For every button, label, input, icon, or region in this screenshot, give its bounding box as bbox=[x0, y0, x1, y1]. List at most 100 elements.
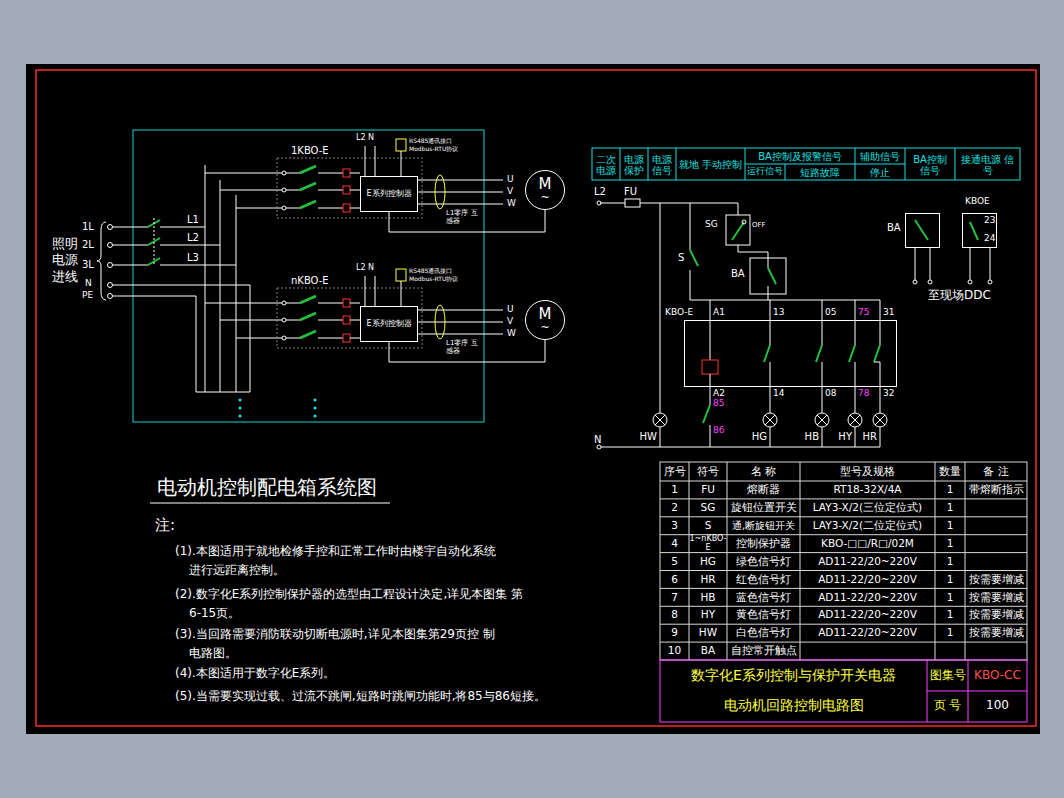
line-shape bbox=[113, 296, 196, 297]
label-text: 23 bbox=[984, 216, 995, 226]
table-cell-text: AD11-22/20~220V bbox=[800, 624, 935, 642]
label-text: HB bbox=[805, 431, 819, 442]
table-cell-text: 7 bbox=[660, 588, 689, 606]
label-text: (3).当回路需要消防联动切断电源时,详见本图集第29页控 制电路图。 bbox=[175, 625, 505, 663]
line-shape bbox=[970, 222, 978, 240]
label-text: (4).本图适用于数字化E系列。 bbox=[175, 667, 335, 680]
label-text: FU bbox=[624, 186, 637, 197]
line-shape bbox=[620, 148, 621, 180]
label-text: (5).当需要实现过载、过流不跳闸,短路时跳闸功能时,将85与86短接。 bbox=[175, 690, 546, 703]
label-text: 08 bbox=[825, 389, 836, 399]
table-cell-text: 名 称 bbox=[727, 462, 800, 481]
circle-shape bbox=[653, 413, 667, 427]
line-shape bbox=[689, 462, 690, 660]
table-cell-text: BA控制及报警信号 bbox=[745, 149, 855, 164]
table-cell-text: 1~nKBO-E bbox=[689, 535, 727, 553]
label-text: V bbox=[507, 317, 513, 327]
header-grid bbox=[592, 148, 1020, 180]
table-cell-text: 4 bbox=[660, 535, 689, 553]
label-text: HW bbox=[640, 431, 657, 442]
label-text: 78 bbox=[858, 389, 869, 399]
table-cell-text: AD11-22/20~220V bbox=[800, 553, 935, 571]
table-cell-text: 页 号 bbox=[927, 691, 968, 721]
line-shape bbox=[205, 173, 282, 174]
node-text: ~ bbox=[540, 322, 549, 333]
line-shape bbox=[236, 208, 282, 209]
label-text: 75 bbox=[858, 308, 869, 318]
line-shape bbox=[690, 250, 698, 266]
rect-shape bbox=[343, 204, 350, 212]
table-cell-text: 电源 保护 bbox=[620, 149, 648, 180]
label-text: L1零序 互感器 bbox=[446, 210, 478, 225]
table-cell-text: 带熔断指示 bbox=[965, 481, 1027, 499]
line-shape bbox=[732, 222, 744, 240]
line-shape bbox=[855, 427, 856, 447]
table-cell-text: 100 bbox=[968, 691, 1027, 721]
line-shape bbox=[710, 300, 711, 360]
line-shape bbox=[660, 516, 1027, 517]
rect-shape bbox=[660, 462, 1027, 660]
circle-shape bbox=[108, 294, 113, 299]
line-shape bbox=[915, 248, 916, 280]
line-shape bbox=[930, 248, 931, 280]
circle-shape bbox=[108, 263, 113, 268]
table-cell-text: 备 注 bbox=[965, 462, 1027, 481]
line-shape bbox=[300, 166, 316, 173]
label-text: A2 bbox=[713, 389, 725, 399]
circle-shape bbox=[928, 280, 932, 284]
line-shape bbox=[765, 415, 775, 425]
node-heading: KBOE bbox=[965, 197, 990, 207]
line-shape bbox=[205, 165, 206, 392]
line-shape bbox=[318, 190, 343, 191]
circle-shape bbox=[282, 206, 286, 210]
label-text: RS485通讯接口 bbox=[409, 268, 452, 275]
table-cell-text: 按需要增减 bbox=[965, 606, 1027, 624]
line-shape bbox=[660, 570, 1027, 571]
label-text: V bbox=[507, 187, 513, 197]
label-text: HR bbox=[863, 431, 877, 442]
line-shape bbox=[640, 203, 738, 204]
line-shape bbox=[850, 415, 860, 425]
label-text: S bbox=[678, 252, 684, 263]
line-shape bbox=[220, 180, 221, 392]
circle-shape bbox=[238, 406, 241, 409]
label-text: L2 bbox=[187, 232, 199, 243]
line-shape bbox=[660, 624, 1027, 625]
table-cell-text: HY bbox=[689, 606, 727, 624]
rect-shape bbox=[343, 169, 350, 177]
line-shape bbox=[874, 345, 880, 362]
path-shape bbox=[97, 222, 106, 300]
label-text: 31 bbox=[883, 308, 894, 318]
node-text: E系列控制器 bbox=[366, 320, 411, 329]
line-shape bbox=[600, 203, 625, 204]
line-shape bbox=[822, 362, 823, 413]
table-cell-text: 1 bbox=[935, 588, 965, 606]
table-cell-text: 1 bbox=[935, 499, 965, 517]
line-shape bbox=[990, 248, 991, 280]
circle-shape bbox=[108, 225, 113, 230]
line-shape bbox=[113, 285, 250, 286]
table-cell-text: 短路故障 bbox=[785, 164, 855, 180]
table-cell-text: 绿色信号灯 bbox=[727, 553, 800, 571]
line-shape bbox=[418, 204, 503, 205]
circle-shape bbox=[313, 414, 316, 417]
line-shape bbox=[160, 245, 220, 246]
polyline-shape bbox=[738, 245, 768, 258]
line-shape bbox=[770, 427, 771, 447]
label-text: 85 bbox=[713, 399, 724, 409]
table-cell-text: 5 bbox=[660, 553, 689, 571]
table-cell-text: KBO-□□/R□/02M bbox=[800, 535, 935, 553]
line-shape bbox=[690, 270, 691, 300]
table-cell-text: S bbox=[689, 517, 727, 535]
table-cell-text: RT18-32X/4A bbox=[800, 481, 935, 499]
circle-shape bbox=[763, 413, 777, 427]
line-shape bbox=[655, 415, 665, 425]
circle-shape bbox=[282, 171, 286, 175]
line-shape bbox=[401, 151, 402, 176]
rect-shape bbox=[343, 186, 350, 194]
table-cell-text: 按需要增减 bbox=[965, 588, 1027, 606]
circle-shape bbox=[968, 280, 972, 284]
line-shape bbox=[660, 552, 1027, 553]
